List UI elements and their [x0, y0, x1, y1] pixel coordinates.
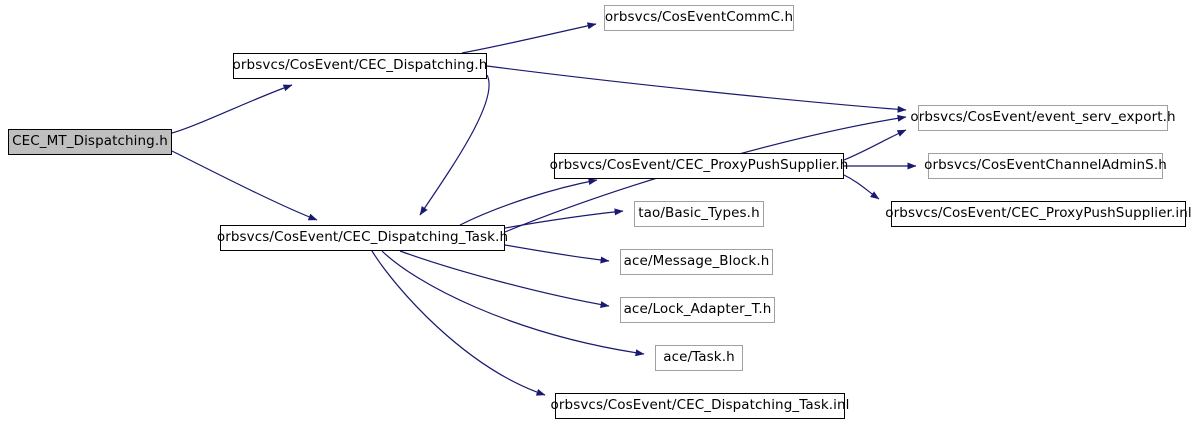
- node-label: CEC_MT_Dispatching.h: [12, 133, 168, 150]
- edge-cec_dispatching_task_h-to-cec_dispatching_task_inl: [371, 250, 546, 396]
- node-message_block[interactable]: ace/Message_Block.h: [620, 249, 773, 275]
- node-label: orbsvcs/CosEvent/CEC_Dispatching.h: [232, 57, 488, 74]
- edge-cec_mt_dispatching-to-cec_dispatching_task_h: [171, 150, 318, 221]
- node-label: orbsvcs/CosEvent/CEC_Dispatching_Task.h: [216, 229, 509, 246]
- node-label: ace/Message_Block.h: [623, 253, 770, 270]
- node-basic_types[interactable]: tao/Basic_Types.h: [634, 201, 764, 227]
- node-label: orbsvcs/CosEvent/CEC_ProxyPushSupplier.i…: [885, 205, 1192, 222]
- node-label: orbsvcs/CosEvent/CEC_ProxyPushSupplier.h: [549, 157, 849, 174]
- node-label: orbsvcs/CosEventChannelAdminS.h: [924, 157, 1167, 174]
- node-cec_mt_dispatching[interactable]: CEC_MT_Dispatching.h: [8, 129, 172, 155]
- edge-cec_dispatching-to-event_serv_export: [486, 65, 907, 113]
- edge-cec_proxypushsupplier_h-to-event_serv_export: [843, 129, 907, 161]
- edge-cec_dispatching-to-coseventcommc: [461, 22, 597, 54]
- node-label: orbsvcs/CosEvent/CEC_Dispatching_Task.in…: [550, 397, 850, 414]
- node-lock_adapter[interactable]: ace/Lock_Adapter_T.h: [620, 297, 775, 323]
- node-cec_dispatching_task_h[interactable]: orbsvcs/CosEvent/CEC_Dispatching_Task.h: [217, 225, 508, 251]
- node-coseventcommc[interactable]: orbsvcs/CosEventCommC.h: [604, 5, 794, 31]
- node-event_serv_export[interactable]: orbsvcs/CosEvent/event_serv_export.h: [910, 105, 1176, 131]
- node-cec_dispatching_task_inl[interactable]: orbsvcs/CosEvent/CEC_Dispatching_Task.in…: [551, 393, 849, 419]
- edge-cec_mt_dispatching-to-cec_dispatching: [171, 84, 293, 134]
- edge-cec_dispatching-to-cec_proxypushsupplier_h: [419, 74, 490, 216]
- node-coseventchanneladmins[interactable]: orbsvcs/CosEventChannelAdminS.h: [924, 153, 1167, 179]
- node-task[interactable]: ace/Task.h: [655, 345, 743, 371]
- node-cec_proxypushsupplier_inl[interactable]: orbsvcs/CosEvent/CEC_ProxyPushSupplier.i…: [885, 201, 1192, 227]
- edge-cec_dispatching_task_h-to-lock_adapter: [399, 250, 610, 309]
- node-label: ace/Task.h: [663, 349, 735, 366]
- edge-cec_dispatching_task_h-to-task: [381, 250, 645, 357]
- edge-cec_dispatching_task_h-to-basic_types: [504, 208, 624, 229]
- edge-cec_proxypushsupplier_h-to-cec_proxypushsupplier_inl: [843, 174, 880, 200]
- node-label: orbsvcs/CosEventCommC.h: [604, 9, 794, 26]
- node-cec_dispatching[interactable]: orbsvcs/CosEvent/CEC_Dispatching.h: [233, 53, 487, 79]
- node-label: ace/Lock_Adapter_T.h: [623, 301, 772, 318]
- node-label: tao/Basic_Types.h: [638, 205, 760, 222]
- edges-group: [171, 22, 917, 396]
- node-label: orbsvcs/CosEvent/event_serv_export.h: [910, 109, 1176, 126]
- edge-cec_dispatching_task_h-to-message_block: [504, 244, 610, 264]
- edge-cec_dispatching_task_h-to-cec_proxypushsupplier_h: [459, 178, 598, 226]
- node-cec_proxypushsupplier_h[interactable]: orbsvcs/CosEvent/CEC_ProxyPushSupplier.h: [550, 153, 848, 179]
